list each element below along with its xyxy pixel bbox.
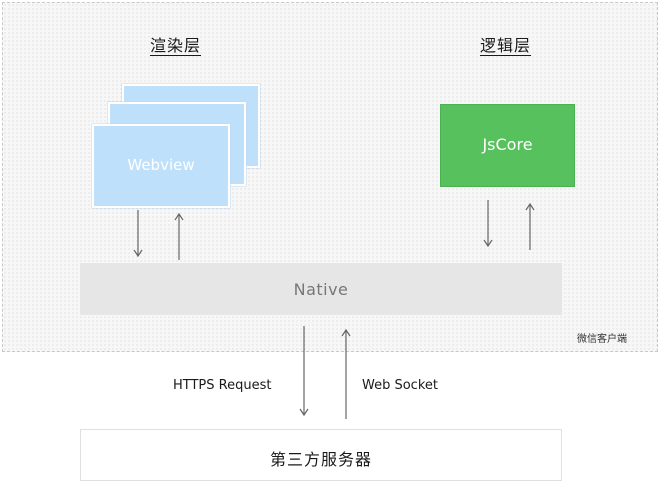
webview-label: Webview	[127, 156, 195, 174]
wechat-client-label: 微信客户端	[577, 334, 627, 345]
render-layer-title: 渲染层	[150, 36, 202, 55]
third-party-server-label: 第三方服务器	[269, 450, 372, 469]
third-party-server-box: 第三方服务器	[80, 429, 562, 481]
native-layer-box: Native	[80, 263, 562, 315]
arrow-down-webview-to-native	[133, 210, 143, 258]
jscore-label: JsCore	[482, 135, 533, 154]
native-label: Native	[293, 280, 349, 299]
logic-layer-title: 逻辑层	[480, 36, 532, 55]
arrow-up-native-to-jscore	[525, 202, 535, 250]
arrow-up-native-to-webview	[174, 212, 184, 260]
jscore-box: JsCore	[440, 104, 575, 187]
https-request-label: HTTPS Request	[173, 378, 272, 393]
webview-box-front: Webview	[92, 124, 230, 208]
arrow-down-https-request	[299, 326, 309, 417]
arrow-up-web-socket	[341, 328, 351, 419]
web-socket-label: Web Socket	[362, 378, 438, 393]
arrow-down-jscore-to-native	[483, 200, 493, 248]
